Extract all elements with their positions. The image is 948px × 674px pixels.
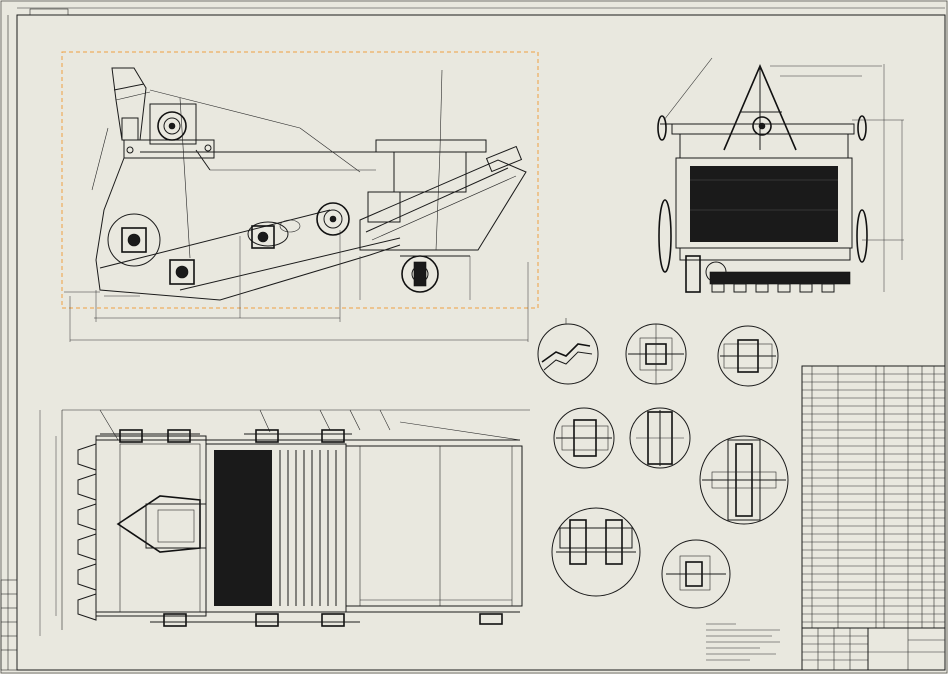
hitch-triangle bbox=[116, 495, 207, 553]
conveyor-bars bbox=[279, 450, 337, 606]
sprocket-upper bbox=[157, 111, 187, 141]
drawing-number-box bbox=[29, 8, 69, 16]
pulley-left bbox=[107, 213, 161, 267]
plan-wheels-top bbox=[100, 429, 352, 443]
detail-view-6[interactable] bbox=[699, 435, 789, 525]
side-handwheel-left bbox=[657, 115, 667, 141]
detail-view-5[interactable] bbox=[629, 407, 691, 469]
bottom-teeth bbox=[711, 283, 835, 293]
plan-view[interactable] bbox=[39, 409, 530, 636]
detail-view-2[interactable] bbox=[625, 323, 687, 385]
side-elevation-view[interactable] bbox=[61, 51, 539, 342]
gauge-wheel-front bbox=[685, 255, 701, 293]
detail-view-4[interactable] bbox=[553, 407, 615, 469]
parts-list-table[interactable] bbox=[801, 365, 946, 629]
bearing-mid bbox=[247, 219, 301, 249]
inner-frame bbox=[16, 14, 946, 671]
binding-margin-table bbox=[0, 579, 18, 671]
sprocket-mid bbox=[316, 202, 350, 236]
digging-shares bbox=[77, 443, 97, 621]
title-block[interactable] bbox=[801, 627, 946, 671]
detail-view-8[interactable] bbox=[661, 539, 731, 609]
side-disc-right bbox=[856, 209, 868, 263]
side-handwheel-right bbox=[857, 115, 867, 141]
technical-notes bbox=[706, 623, 780, 661]
front-elevation-view[interactable] bbox=[657, 57, 904, 293]
detail-view-3[interactable] bbox=[717, 325, 779, 387]
selection-frame[interactable] bbox=[61, 51, 539, 309]
bearing-lower bbox=[169, 259, 195, 285]
side-disc-left bbox=[658, 199, 672, 273]
detail-view-7[interactable] bbox=[551, 507, 641, 597]
detail-view-1[interactable] bbox=[537, 318, 599, 385]
plan-wheels-bottom bbox=[150, 613, 503, 627]
depth-wheel bbox=[401, 255, 439, 293]
